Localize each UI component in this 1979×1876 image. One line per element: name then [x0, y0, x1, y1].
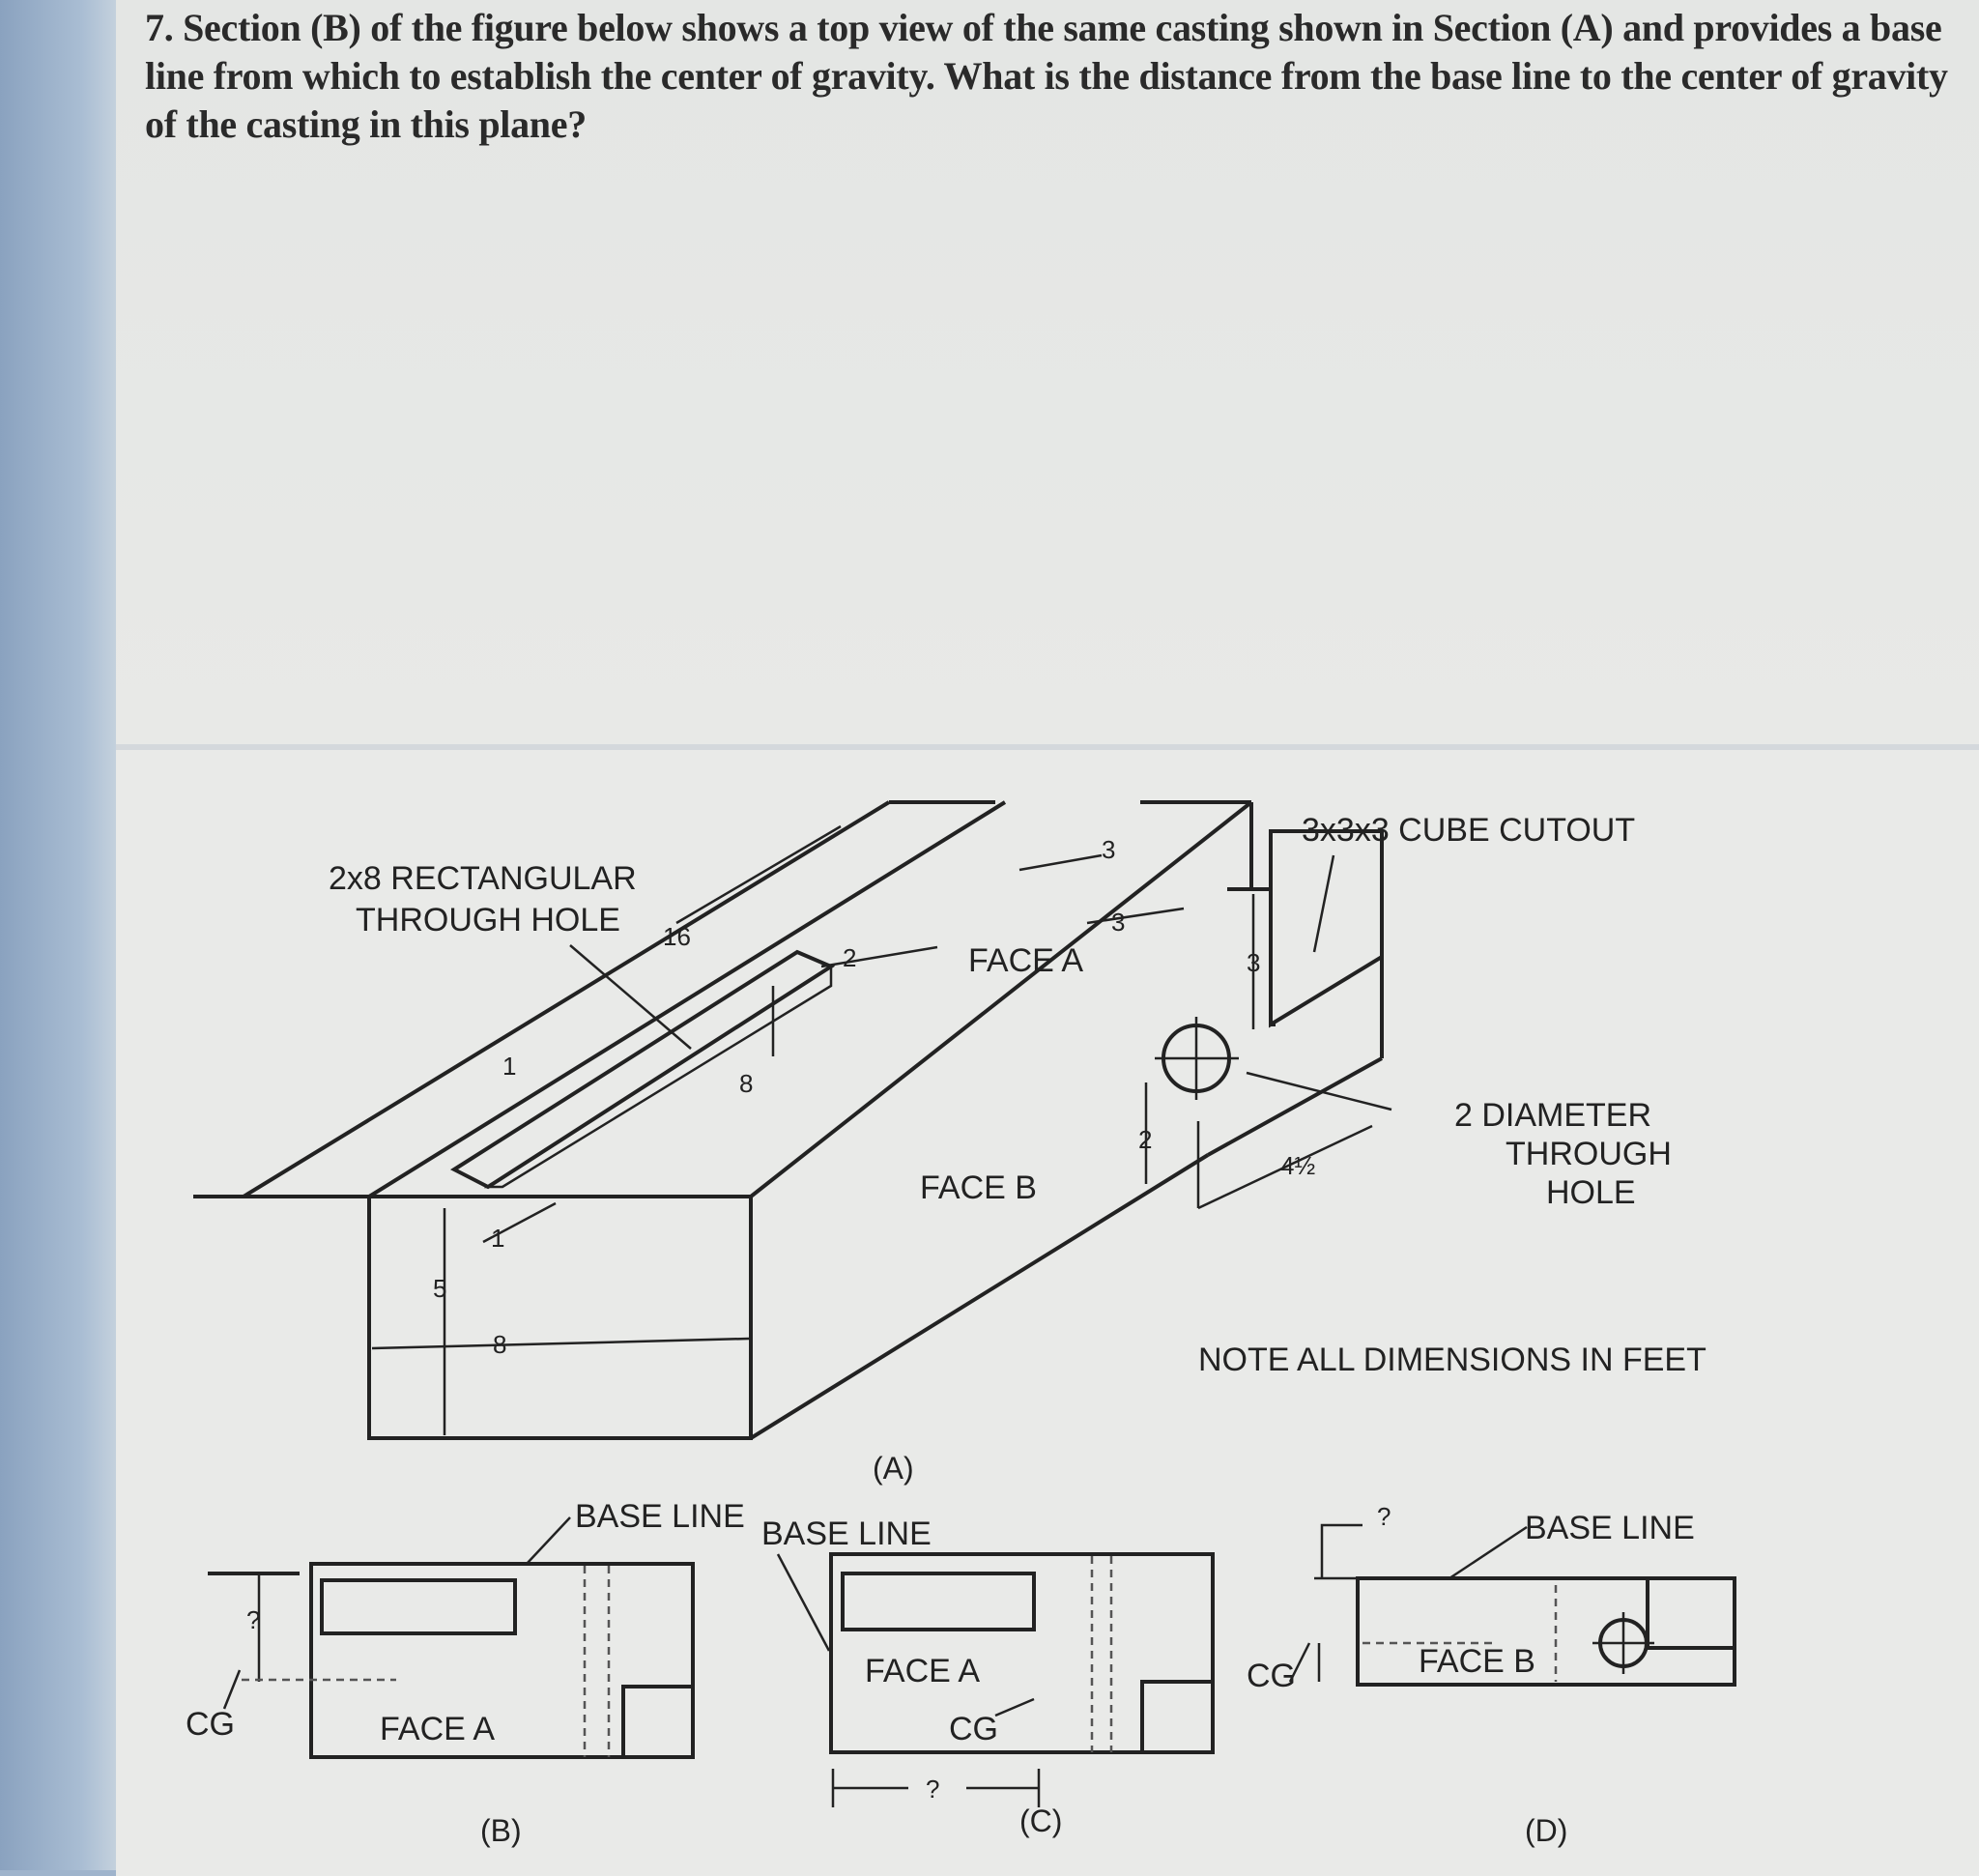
d-cube-cutout — [1646, 1578, 1735, 1650]
note-dimensions-feet: NOTE ALL DIMENSIONS IN FEET — [1198, 1342, 1707, 1378]
dim-3-a: 3 — [1102, 835, 1115, 864]
top-left-edge — [242, 800, 891, 1198]
c-label-cg: CG — [949, 1711, 998, 1747]
caption-d: (D) — [1525, 1813, 1567, 1848]
dim-2-top: 2 — [843, 943, 856, 972]
d-label-face-b: FACE B — [1419, 1643, 1535, 1680]
dim-3-b: 3 — [1111, 908, 1125, 937]
screen-left-border — [0, 0, 116, 1870]
textbook-page: 7. Section (B) of the figure below shows… — [116, 0, 1979, 1876]
dim-2-hole: 2 — [1138, 1125, 1152, 1154]
c-outline — [829, 1552, 1215, 1754]
b-label-base-line: BASE LINE — [575, 1498, 745, 1535]
front-end-face — [367, 1195, 753, 1440]
figure-b-top-view: BASE LINE ? CG FACE A (B) — [186, 1498, 745, 1848]
dim-16: 16 — [663, 922, 691, 951]
b-label-question: ? — [246, 1605, 260, 1634]
label-face-b: FACE B — [920, 1169, 1037, 1206]
question-text: 7. Section (B) of the figure below shows… — [145, 6, 1948, 146]
dim-8-a: 8 — [739, 1069, 753, 1098]
label-rect-hole-line1: 2x8 RECTANGULAR — [329, 860, 637, 897]
dim-5: 5 — [433, 1274, 446, 1303]
b-label-face-a: FACE A — [380, 1711, 495, 1747]
bottom-right-edge — [749, 1153, 1210, 1440]
rectangular-hole-inner — [483, 964, 833, 1189]
dim-1-a: 1 — [502, 1052, 516, 1081]
d-label-question: ? — [1377, 1502, 1391, 1531]
figure-area — [116, 744, 1979, 1876]
dim-line-16 — [675, 824, 842, 925]
b-rect-hole — [320, 1578, 517, 1635]
caption-c: (C) — [1019, 1804, 1062, 1838]
top-front-edge — [367, 800, 1007, 1198]
label-face-a: FACE A — [968, 942, 1083, 979]
label-cube-cutout: 3x3x3 CUBE CUTOUT — [1302, 812, 1635, 849]
c-cube-cutout — [1140, 1680, 1213, 1752]
dim-8-b: 8 — [493, 1330, 506, 1359]
d-label-cg: CG — [1247, 1658, 1296, 1694]
c-label-face-a: FACE A — [865, 1653, 980, 1689]
c-label-question: ? — [926, 1775, 939, 1804]
c-label-base-line: BASE LINE — [761, 1515, 932, 1552]
c-rect-hole — [841, 1572, 1036, 1631]
top-right-edge — [749, 800, 1253, 1198]
leader-cube-cutout — [1312, 854, 1335, 953]
figure-d-side-view: ? BASE LINE CG FACE B (D) — [1247, 1502, 1736, 1848]
label-rect-hole-line2: THROUGH HOLE — [356, 902, 620, 938]
b-outline — [309, 1562, 695, 1759]
leader-rect-hole — [569, 944, 692, 1050]
caption-a: (A) — [873, 1451, 914, 1486]
dim-4-half: 4½ — [1280, 1151, 1315, 1180]
b-label-cg: CG — [186, 1706, 235, 1743]
figure-c-top-view: BASE LINE FACE A CG ? (C) — [761, 1515, 1215, 1838]
question-area: 7. Section (B) of the figure below shows… — [116, 0, 1979, 749]
d-outline — [1356, 1576, 1736, 1687]
label-diameter-line2: THROUGH — [1506, 1136, 1672, 1172]
d-label-base-line: BASE LINE — [1525, 1510, 1695, 1546]
dim-3-c: 3 — [1247, 948, 1260, 977]
b-cube-cutout — [621, 1685, 693, 1757]
label-diameter-line3: HOLE — [1546, 1174, 1636, 1211]
caption-b: (B) — [480, 1813, 522, 1848]
leader-diameter-hole — [1246, 1071, 1392, 1111]
label-diameter-line1: 2 DIAMETER — [1454, 1097, 1651, 1134]
dim-1-b: 1 — [491, 1224, 504, 1253]
figure-a-isometric-casting: 2x8 RECTANGULAR THROUGH HOLE 16 2 3 3 3 … — [193, 800, 1707, 1486]
